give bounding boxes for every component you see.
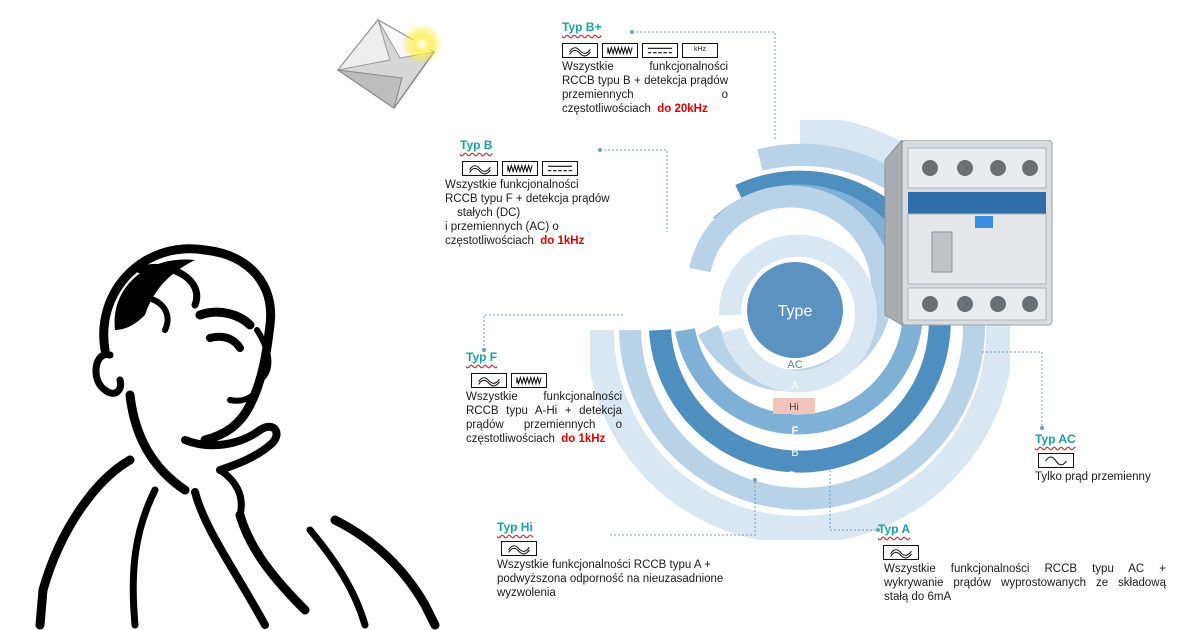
type-hi-title: Typ Hi [497, 520, 533, 534]
type-b-highlight: do 1kHz [540, 235, 585, 247]
ac-wave-icon [501, 541, 537, 557]
pulsating-dc-icon [602, 43, 638, 59]
ac-wave-icon [462, 161, 498, 177]
ring-label-a: A [791, 380, 799, 392]
type-ac-title: Typ AC [1035, 432, 1076, 446]
ac-wave-icon [883, 545, 919, 561]
center-circle [747, 262, 843, 358]
type-bplus-highlight: do 20kHz [657, 103, 708, 115]
pulsating-dc-icon [511, 373, 547, 389]
type-a-symbols [883, 544, 1166, 562]
type-bplus-title: Typ B+ [562, 20, 602, 34]
envelope-icon [336, 18, 442, 110]
ring-label-f: F [792, 425, 799, 437]
type-f-block: Typ F Wszystkie funkcjonalności RCCB typ… [466, 350, 622, 446]
type-b-desc: Wszystkie funkcjonalności RCCB typu F + … [445, 179, 610, 247]
ring-label-hi: Hi [789, 402, 798, 413]
type-f-symbols [471, 372, 622, 390]
type-a-desc: Wszystkie funkcjonalności RCCB typu AC +… [884, 563, 1166, 603]
type-b-symbols [462, 160, 620, 178]
type-bplus-block: Typ B+ kHz Wszystkie funkcjonalności RCC… [562, 20, 728, 116]
ac-sine-icon [1038, 453, 1074, 469]
thinking-man-illustration [35, 244, 440, 630]
type-bplus-symbols: kHz [562, 42, 728, 60]
type-ac-desc: Tylko prąd przemienny [1035, 471, 1151, 483]
type-b-block: Typ B Wszystkie funkcjonalności RCCB typ… [445, 138, 620, 248]
hi-badge [773, 398, 815, 414]
ac-wave-icon [562, 43, 598, 59]
type-a-title: Typ A [878, 522, 910, 536]
type-hi-block: Typ Hi Wszystkie funkcjonalności RCCB ty… [497, 520, 747, 600]
type-hi-symbols [501, 540, 747, 558]
type-f-title: Typ F [466, 350, 498, 364]
ac-wave-icon [471, 373, 507, 389]
khz-icon: kHz [682, 43, 718, 59]
type-bplus-desc: Wszystkie funkcjonalności RCCB typu B + … [562, 61, 728, 115]
ring-f [649, 170, 951, 473]
dc-smooth-icon [642, 43, 678, 59]
ring-ac [718, 234, 877, 393]
rccb-device-image [884, 140, 1053, 326]
type-hi-desc: Wszystkie funkcjonalności RCCB typu A + … [497, 559, 724, 599]
ring-label-bplus: B+ [788, 470, 802, 482]
type-ac-symbols [1038, 452, 1185, 470]
ring-label-ac: AC [787, 359, 802, 371]
type-f-desc: Wszystkie funkcjonalności RCCB typu A-Hi… [466, 391, 622, 445]
type-f-highlight: do 1kHz [561, 433, 606, 445]
ring-label-b: B [791, 447, 798, 459]
center-label: Type [778, 303, 813, 320]
dc-smooth-icon [542, 161, 578, 177]
pulsating-dc-icon [502, 161, 538, 177]
type-a-block: Typ A Wszystkie funkcjonalności RCCB typ… [878, 522, 1166, 604]
type-ac-block: Typ AC Tylko prąd przemienny [1035, 432, 1185, 484]
type-b-title: Typ B [460, 138, 493, 152]
